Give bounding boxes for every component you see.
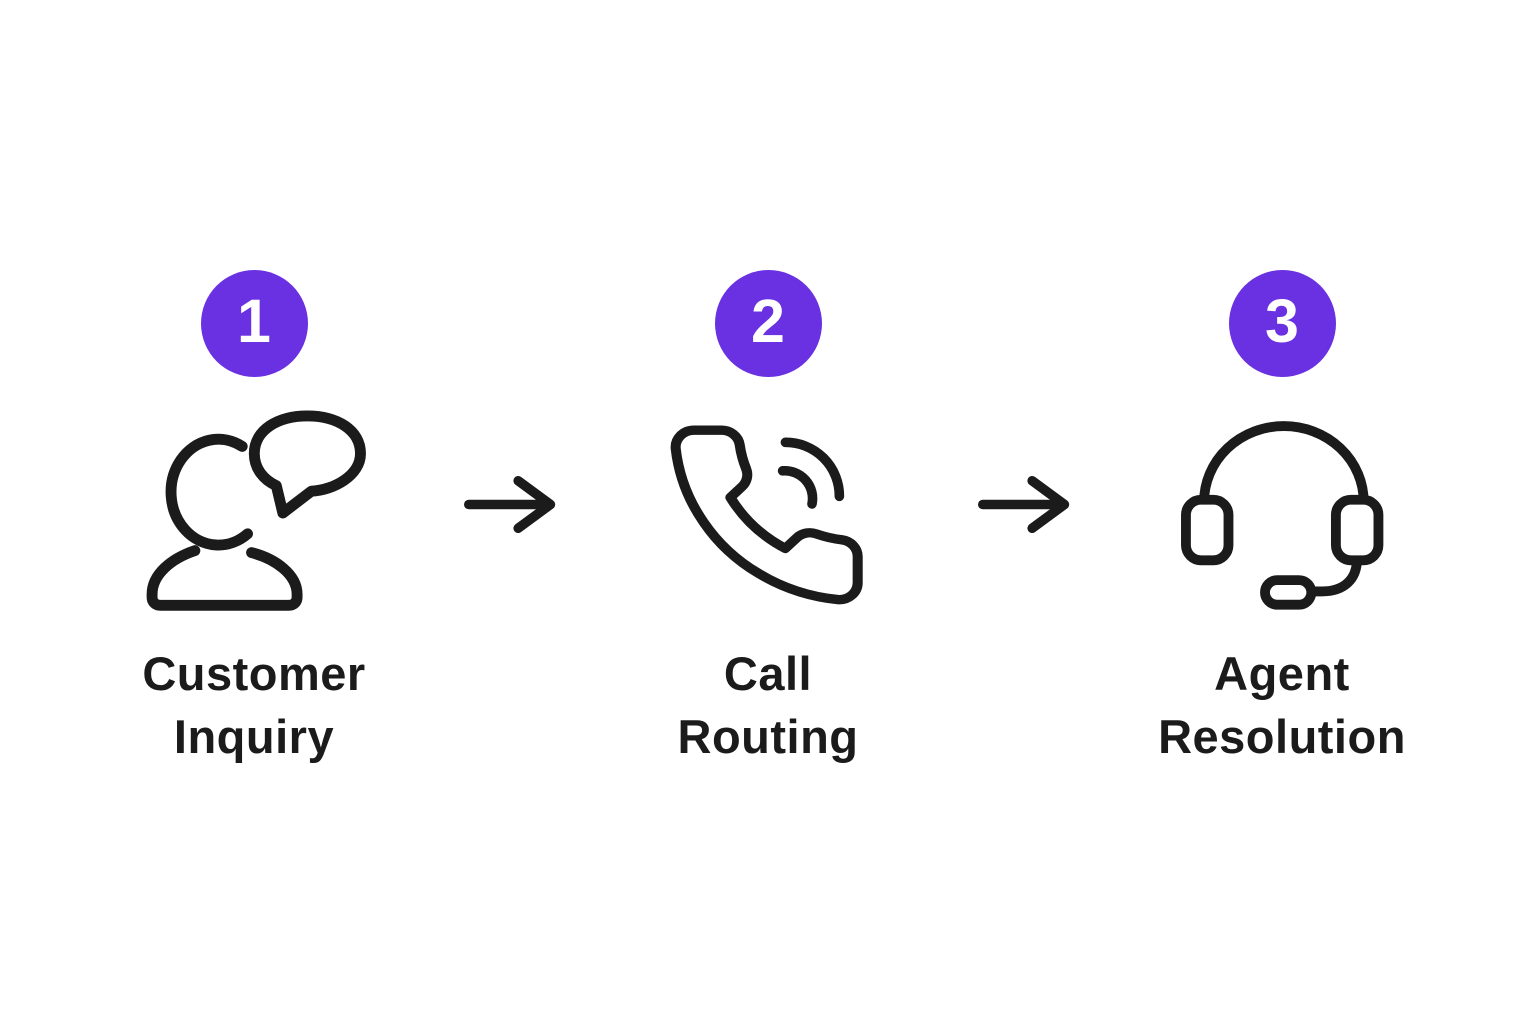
step-2-label-line-1: Call <box>723 647 813 700</box>
step-1-label-line-2: Inquiry <box>173 710 335 763</box>
step-2-label-line-2: Routing <box>677 710 859 763</box>
right-arrow-icon <box>463 476 555 533</box>
step-1-label: Customer Inquiry <box>142 642 365 768</box>
step-customer-inquiry: 1 Customer Inquiry <box>74 270 434 768</box>
connector-2 <box>948 474 1102 535</box>
step-1-label-line-1: Customer <box>142 647 366 700</box>
right-arrow-icon <box>977 476 1069 533</box>
step-agent-resolution: 3 Agent Resolution <box>1102 270 1462 768</box>
step-3-badge: 3 <box>1228 270 1336 377</box>
step-1-badge: 1 <box>200 270 308 377</box>
step-3-label: Agent Resolution <box>1158 642 1406 768</box>
step-call-routing: 2 Call Routing <box>588 270 948 768</box>
step-3-label-line-1: Agent <box>1214 647 1350 700</box>
step-3-label-line-2: Resolution <box>1158 710 1406 763</box>
step-2-badge: 2 <box>714 270 822 377</box>
step-2-number: 2 <box>751 286 785 355</box>
step-2-label: Call Routing <box>678 642 859 768</box>
person-speech-bubble-icon <box>139 405 370 620</box>
headset-microphone-icon <box>1178 405 1386 620</box>
step-1-number: 1 <box>237 286 271 355</box>
phone-handset-icon <box>664 405 872 620</box>
connector-1 <box>434 474 588 535</box>
step-3-number: 3 <box>1265 286 1299 355</box>
